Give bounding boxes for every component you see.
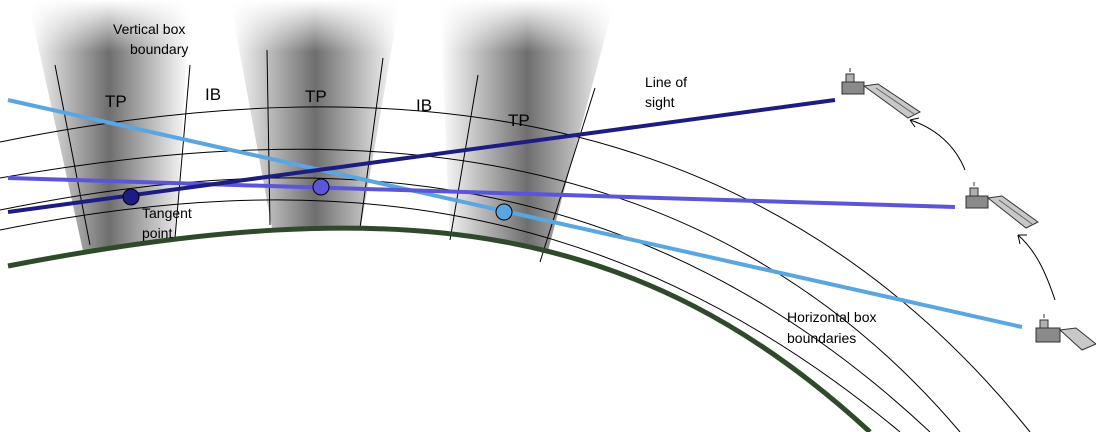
satellite-icon — [841, 68, 921, 119]
horizontal-box-boundaries-label-line2: boundaries — [787, 330, 856, 346]
orbit-arrow-head-icon — [909, 117, 920, 128]
orbit-arrow-icon — [1017, 234, 1056, 301]
orbit-arrow-icon — [909, 119, 966, 171]
orbit-arrows — [909, 117, 1056, 301]
vertical-boundary-3 — [266, 49, 271, 226]
orbit-arrow-head-icon — [1017, 234, 1027, 245]
vertical-boundary-4 — [359, 57, 384, 229]
horizontal-box-boundaries-label-line1: Horizontal box — [787, 309, 877, 325]
vertical-boundary-6 — [539, 87, 596, 263]
horizontal-boundary-arc-4 — [0, 199, 901, 432]
vertical-boundary-2 — [174, 64, 191, 239]
vertical-boundary-1 — [54, 64, 91, 246]
ib-label-1: IB — [205, 85, 221, 104]
tp-label-2: TP — [305, 87, 327, 106]
tangent-point-label-line2: point — [142, 225, 172, 241]
satellite-icon — [965, 182, 1039, 229]
tp-label-1: TP — [105, 92, 127, 111]
line-of-sight-label-line1: Line of — [645, 74, 687, 90]
line-of-sight-label-line2: sight — [645, 94, 675, 110]
tangent-point-light — [495, 203, 513, 221]
horizontal-boundary-arc-3 — [0, 177, 931, 432]
vertical-boundary-5 — [449, 74, 479, 241]
satellite-icon — [1035, 314, 1096, 351]
line-of-sight-dark — [7, 98, 836, 214]
tangent-point-medium — [312, 178, 330, 196]
horizontal-box-boundaries — [0, 106, 1031, 432]
tangent-point-dark — [122, 188, 140, 206]
vertical-box-boundary-label-line2: boundary — [130, 41, 188, 57]
vertical-box-boundaries — [54, 49, 596, 263]
tp-label-3: TP — [508, 111, 530, 130]
line-of-sight-medium — [7, 176, 956, 209]
earth-surface — [7, 225, 872, 432]
tangent-point-label-line1: Tangent — [142, 205, 192, 221]
line-of-sight-light — [7, 98, 1023, 329]
horizontal-boundary-arc-2 — [0, 148, 961, 432]
ib-label-2: IB — [416, 96, 432, 115]
vertical-box-boundary-label-line1: Vertical box — [113, 21, 185, 37]
